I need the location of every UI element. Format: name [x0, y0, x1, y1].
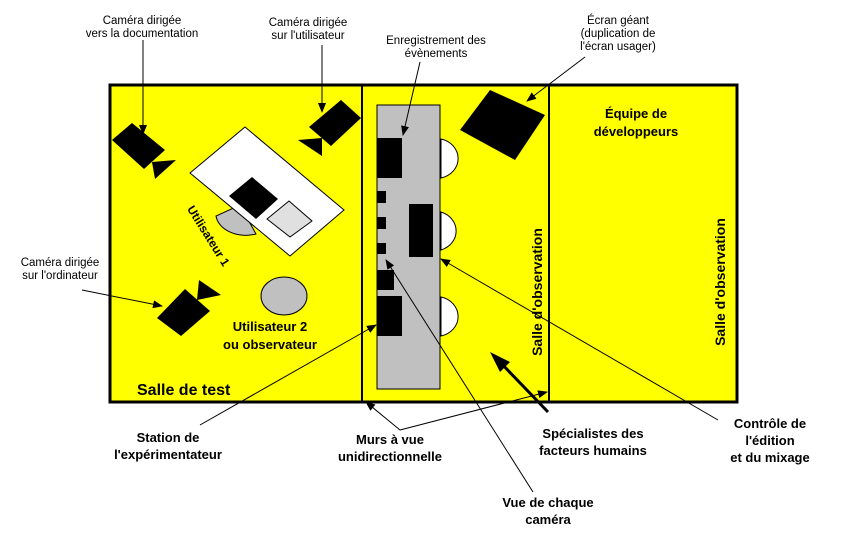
- observer-chairs: [440, 138, 459, 337]
- giant-screen-icon: [460, 90, 545, 160]
- label-observation-room-1: Salle d'observation: [529, 228, 545, 356]
- specialists-arrow: [496, 358, 550, 414]
- camera-icon-user: [298, 100, 361, 156]
- monitor-icons: [377, 138, 433, 336]
- computer-icon: [229, 177, 278, 219]
- camera-icon-computer: [157, 280, 221, 336]
- user1-chair: [215, 204, 257, 236]
- label-test-room: Salle de test: [137, 382, 231, 399]
- keyboard-icon: [266, 200, 313, 238]
- camera-icon-documentation: [112, 123, 176, 179]
- user2-chair: [260, 276, 308, 316]
- label-observation-room-2: Salle d'observation: [712, 218, 728, 346]
